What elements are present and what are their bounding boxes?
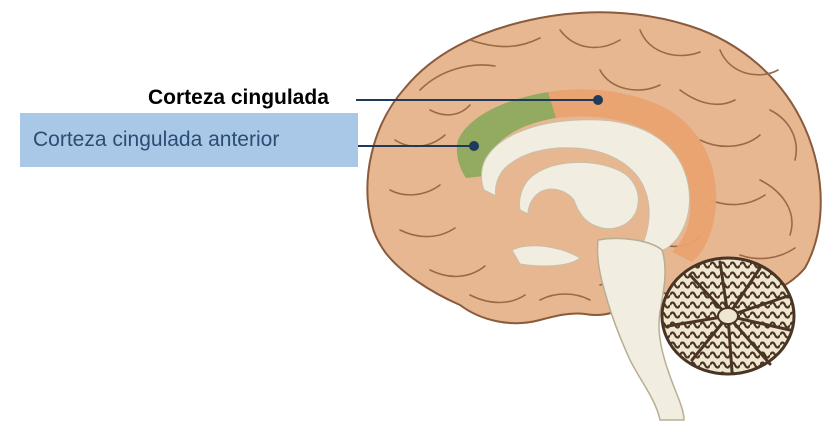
hypothalamus <box>511 245 581 267</box>
brainstem <box>596 237 685 421</box>
cingulate-cortex-label: Corteza cingulada <box>148 86 329 109</box>
leader-lines <box>356 99 598 147</box>
anterior-cingulate-region <box>456 92 556 178</box>
cerebellum <box>660 256 796 376</box>
cingulate-cortex-region <box>548 89 717 262</box>
corpus-callosum <box>481 119 690 254</box>
cingulate-pointer-dot <box>593 95 603 105</box>
anterior-cingulate-cortex-label: Corteza cingulada anterior <box>20 113 358 167</box>
fornix-thalamus <box>519 161 639 230</box>
anterior-cingulate-pointer-dot <box>469 141 479 151</box>
